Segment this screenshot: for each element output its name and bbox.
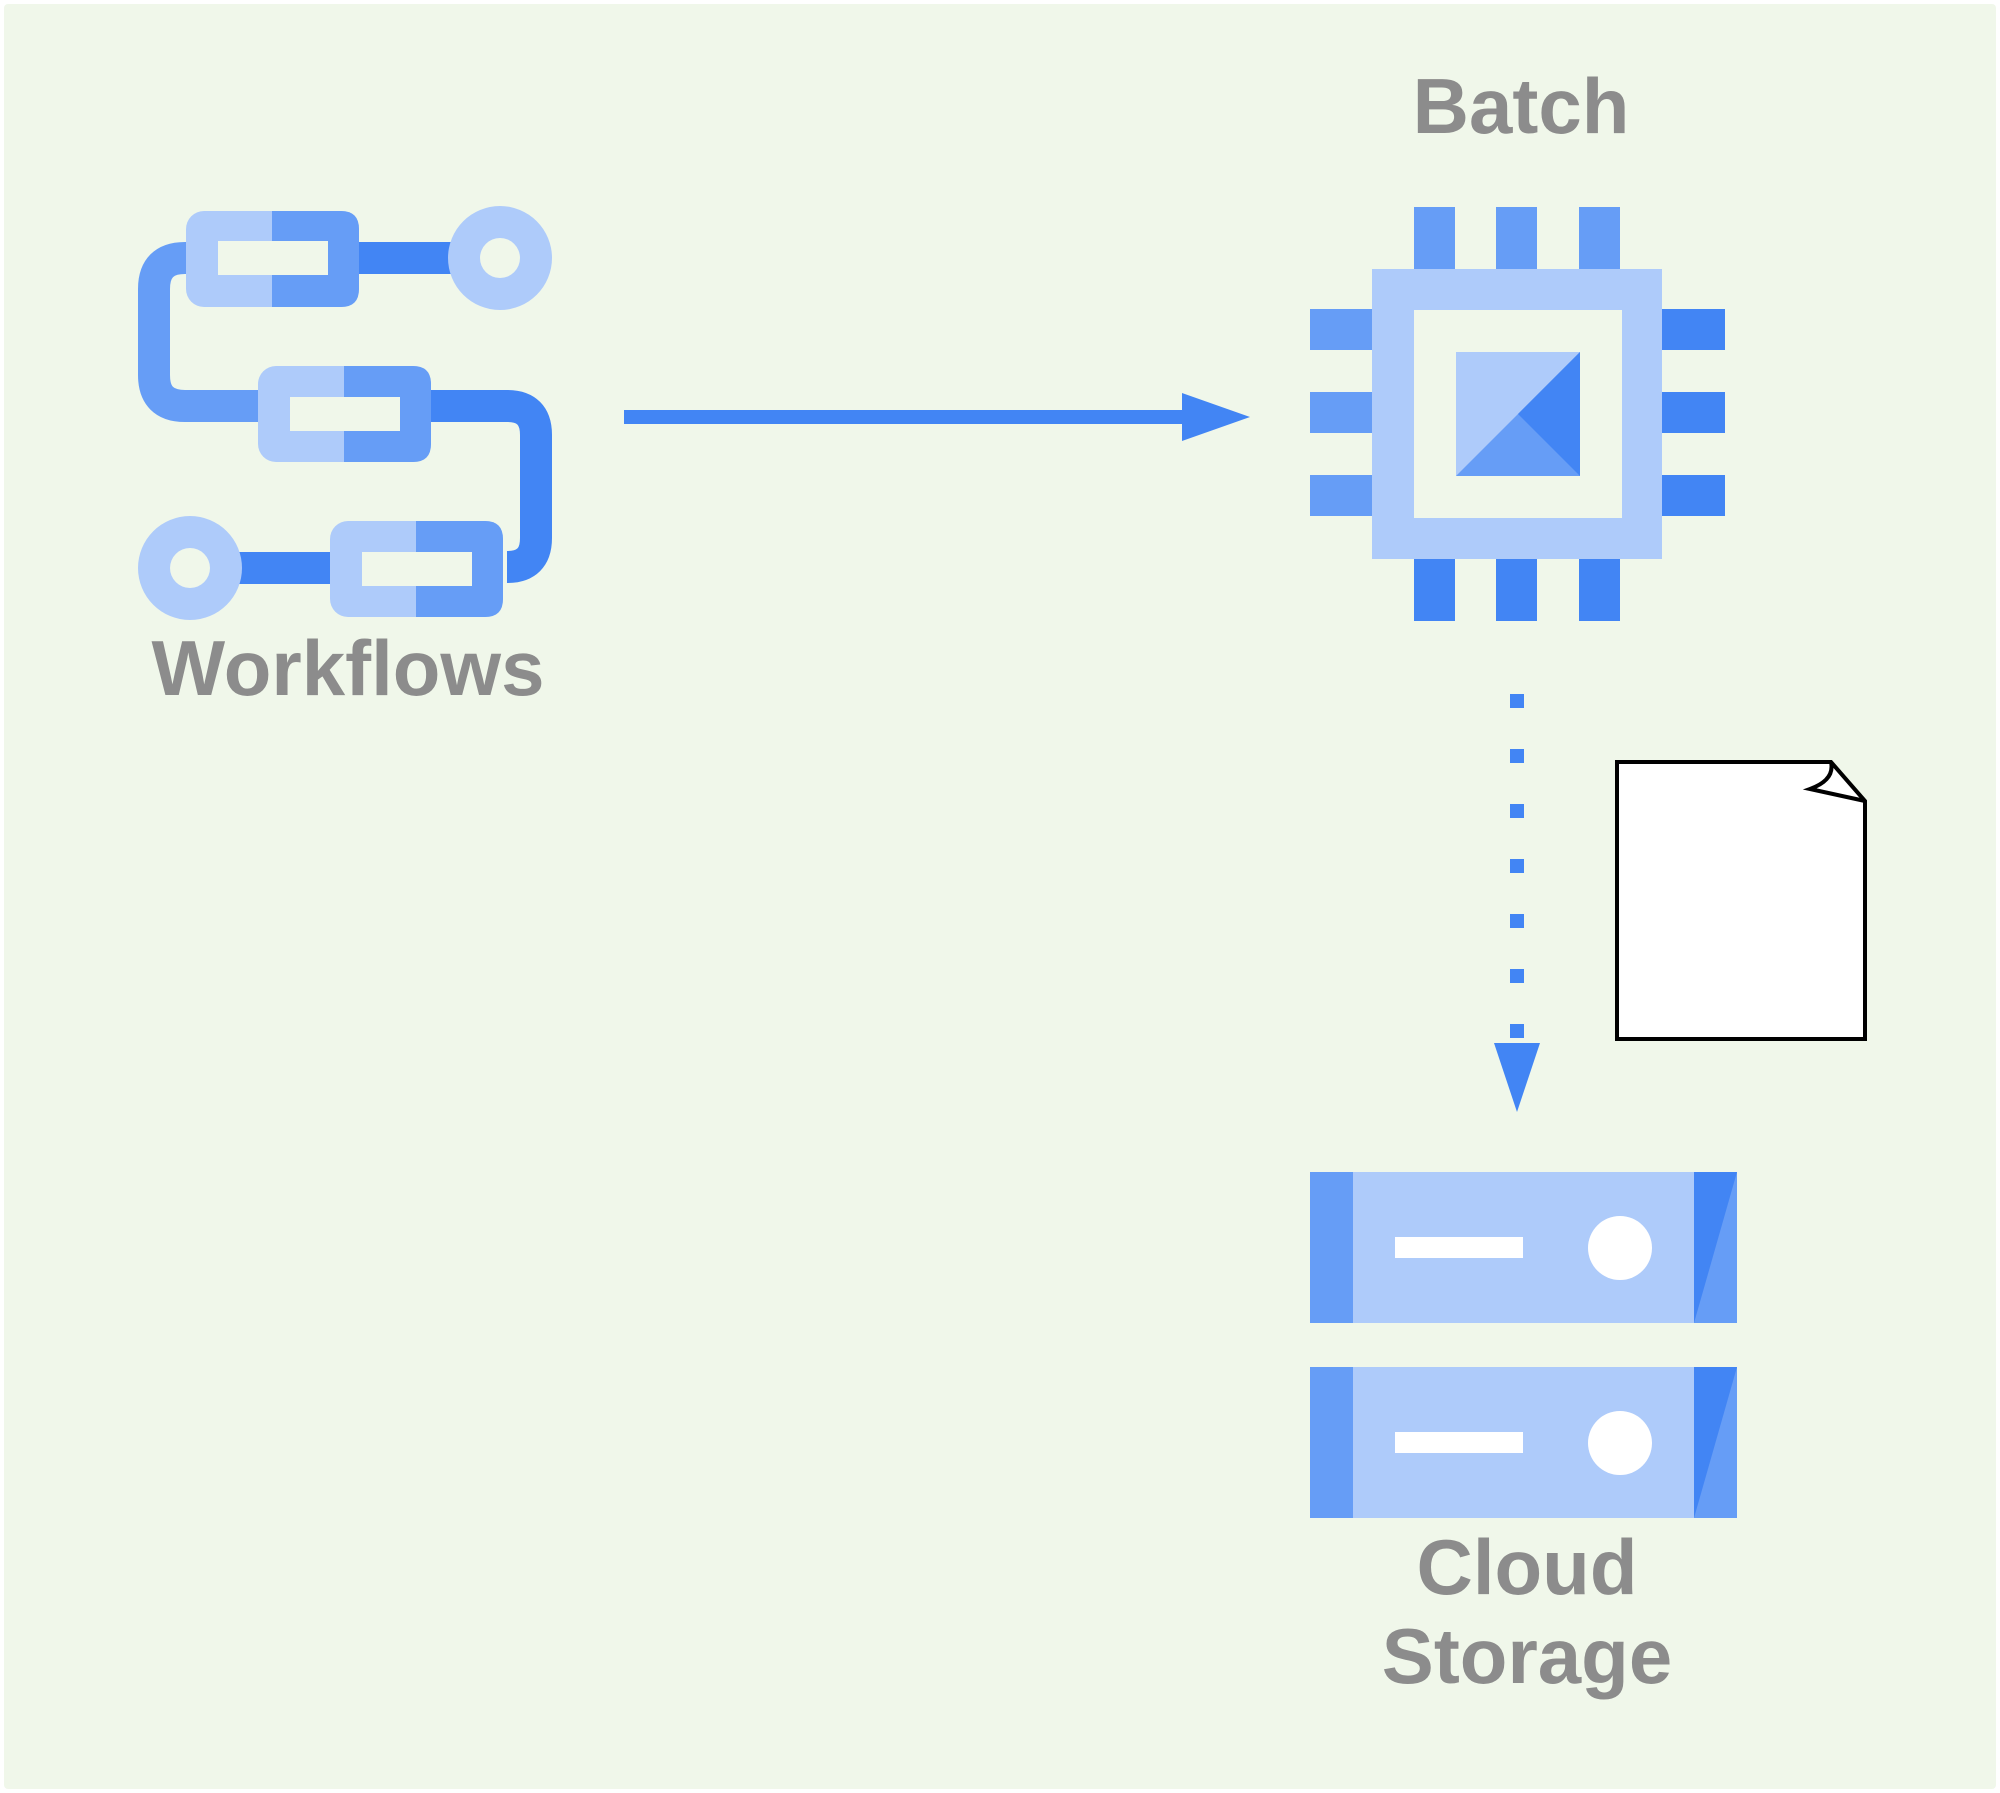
storage-server-icon <box>1310 1172 1737 1518</box>
compute-chip-icon <box>1310 207 1725 621</box>
batch-to-storage-arrow <box>1494 694 1540 1112</box>
workflows-to-batch-arrow <box>624 393 1250 441</box>
batch-label: Batch <box>1413 62 1630 150</box>
storage-label-line2: Storage <box>1382 1612 1672 1700</box>
document-icon <box>1615 760 1867 1041</box>
workflows-icon <box>138 206 552 620</box>
storage-label-line1: Cloud <box>1417 1523 1638 1611</box>
workflows-label: Workflows <box>152 624 545 712</box>
